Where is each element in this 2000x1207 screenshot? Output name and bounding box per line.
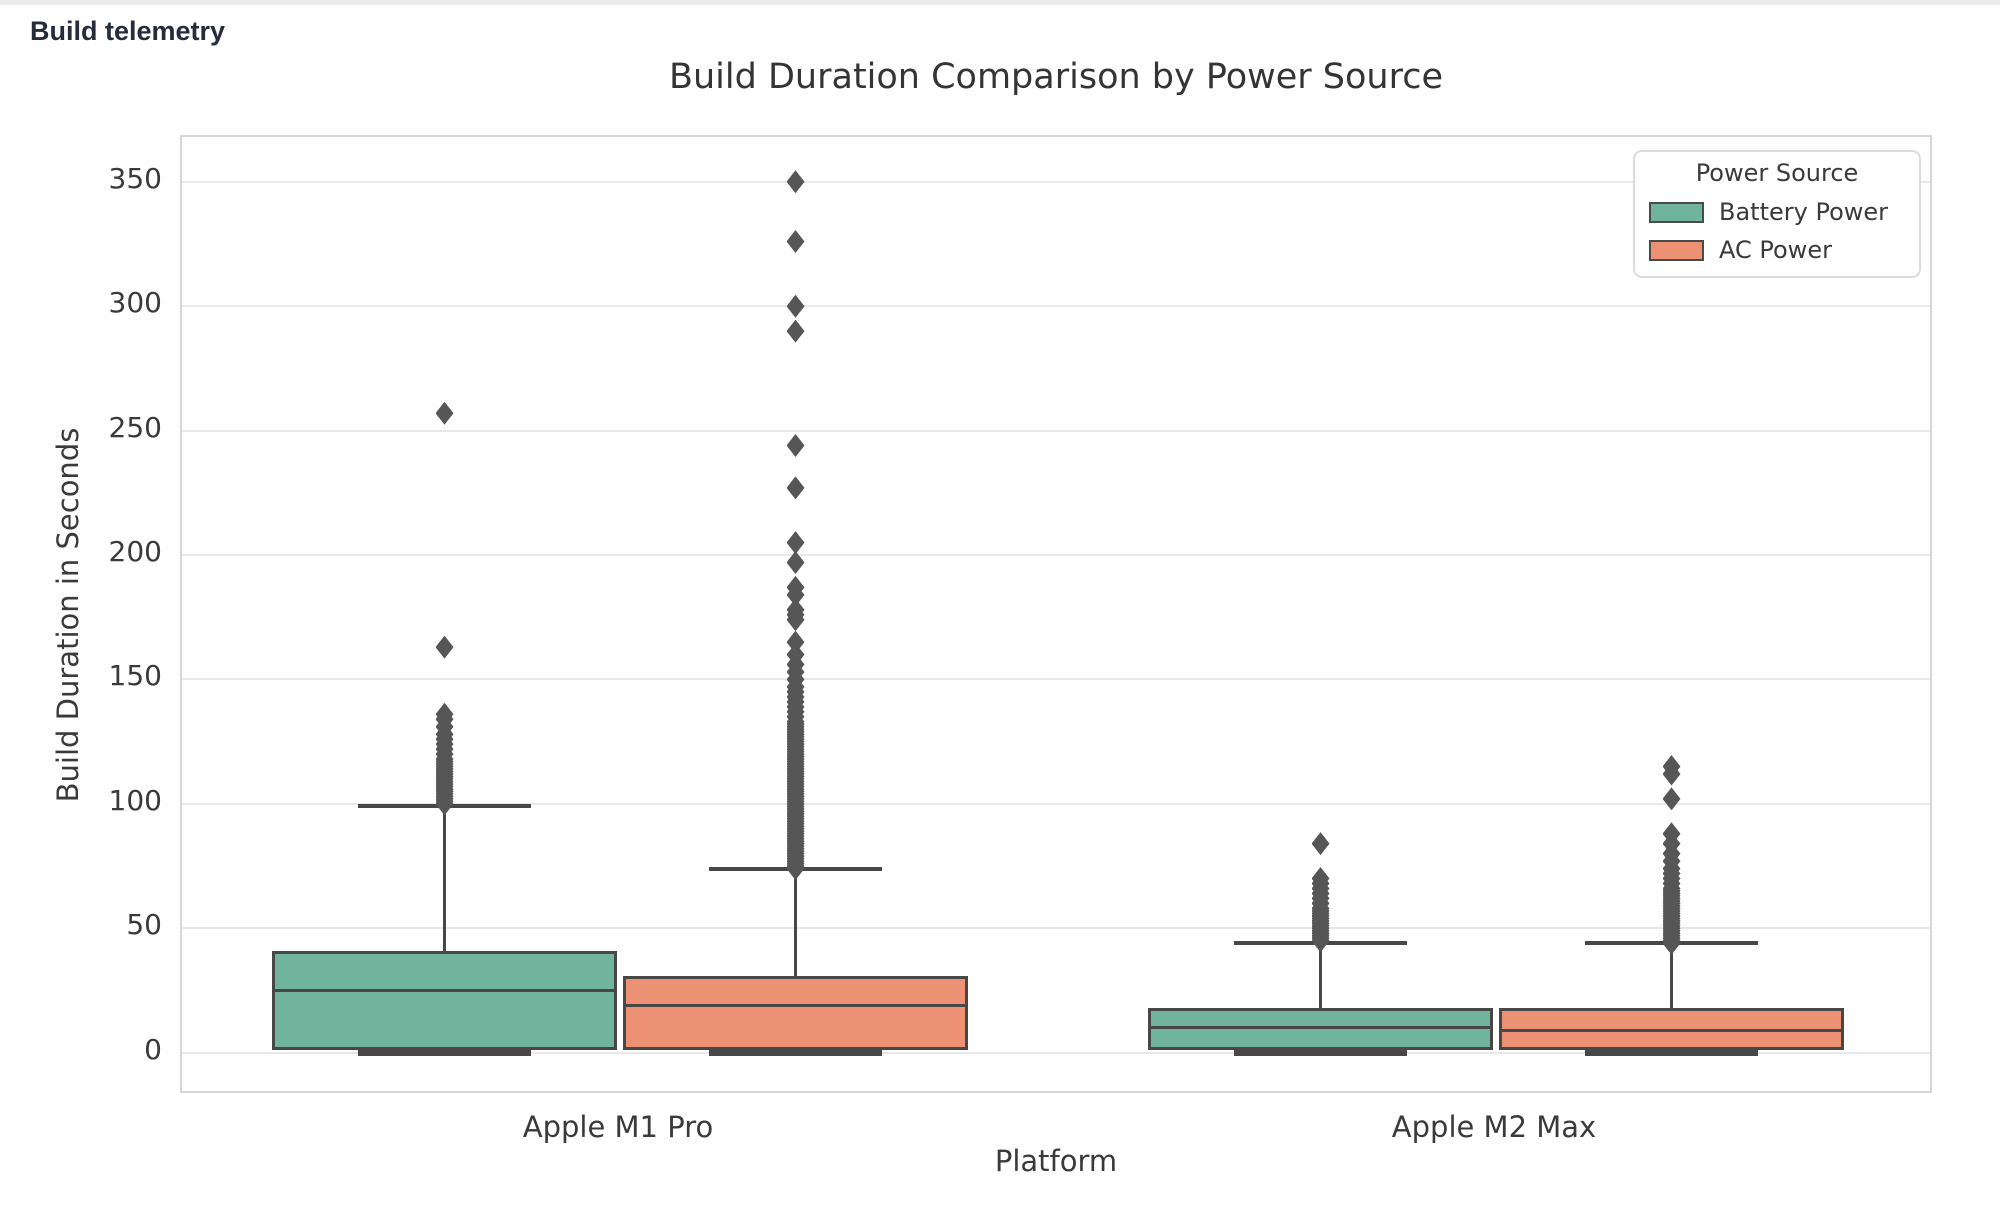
- median-line: [626, 1003, 965, 1007]
- y-tick-label: 250: [108, 410, 162, 444]
- gridline-y-200: [182, 554, 1930, 557]
- whisker-cap-lower: [1585, 1049, 1758, 1056]
- x-tick-label: Apple M1 Pro: [522, 1110, 714, 1144]
- y-tick-label: 350: [108, 161, 162, 195]
- legend-item-ac-power: AC Power: [1635, 231, 1919, 269]
- y-tick-label: 200: [108, 535, 162, 569]
- gridline-y-250: [182, 429, 1930, 432]
- box: [623, 975, 968, 1051]
- y-tick-label: 150: [108, 659, 162, 693]
- x-axis-label: Platform: [994, 1144, 1118, 1178]
- x-tick-label: Apple M2 Max: [1391, 1110, 1597, 1144]
- outlier-point: [1662, 822, 1681, 846]
- whisker-cap-lower: [358, 1049, 531, 1056]
- whisker-upper: [443, 806, 446, 951]
- gridline-y-350: [182, 180, 1930, 183]
- y-tick-label: 0: [144, 1032, 162, 1066]
- legend-swatch-battery-power: [1649, 201, 1704, 223]
- gridline-y-100: [182, 802, 1930, 805]
- median-line: [275, 988, 614, 992]
- median-line: [1502, 1028, 1841, 1032]
- outlier-point: [786, 434, 805, 458]
- legend-title: Power Source: [1695, 159, 1859, 187]
- whisker-upper: [794, 868, 797, 976]
- whisker-cap-lower: [1234, 1049, 1407, 1056]
- legend-item-battery-power: Battery Power: [1635, 193, 1919, 231]
- outlier-point: [786, 531, 805, 555]
- outlier-point: [786, 294, 805, 318]
- gridline-y-300: [182, 305, 1930, 308]
- outlier-point: [786, 170, 805, 194]
- outlier-point: [786, 575, 805, 599]
- gridline-y-0: [182, 1051, 1930, 1054]
- top-divider: [0, 0, 2000, 5]
- legend: Power Source Battery Power AC Power: [1633, 150, 1921, 278]
- whisker-upper: [1319, 943, 1322, 1008]
- outlier-point: [786, 230, 805, 253]
- outlier-point: [786, 630, 805, 654]
- y-axis-label: Build Duration in Seconds: [51, 427, 85, 803]
- outlier-point: [786, 551, 805, 574]
- whisker-upper: [1670, 943, 1673, 1008]
- outlier-point: [435, 635, 454, 659]
- y-tick-label: 300: [108, 286, 162, 320]
- gridline-y-150: [182, 678, 1930, 681]
- outlier-point: [786, 643, 805, 667]
- legend-swatch-ac-power: [1649, 239, 1704, 261]
- outlier-point: [1662, 755, 1681, 779]
- legend-item-label: Battery Power: [1719, 198, 1889, 226]
- y-tick-label: 50: [126, 908, 162, 942]
- gridline-y-50: [182, 927, 1930, 930]
- outlier-point: [435, 401, 454, 425]
- outlier-point: [786, 598, 805, 622]
- legend-items: Battery Power AC Power: [1635, 193, 1919, 269]
- outlier-point: [1662, 787, 1681, 811]
- outlier-point: [786, 476, 805, 500]
- page-title: Build telemetry: [30, 16, 226, 46]
- median-line: [1151, 1026, 1490, 1030]
- chart-title: Build Duration Comparison by Power Sourc…: [668, 57, 1444, 97]
- y-tick-label: 100: [108, 783, 162, 817]
- outlier-point: [1311, 832, 1330, 856]
- plot-area: [180, 135, 1932, 1093]
- whisker-cap-lower: [709, 1049, 882, 1056]
- outlier-point: [1311, 867, 1330, 891]
- outlier-point: [786, 319, 805, 343]
- outlier-point: [435, 702, 454, 726]
- legend-item-label: AC Power: [1719, 236, 1832, 264]
- box: [272, 950, 617, 1051]
